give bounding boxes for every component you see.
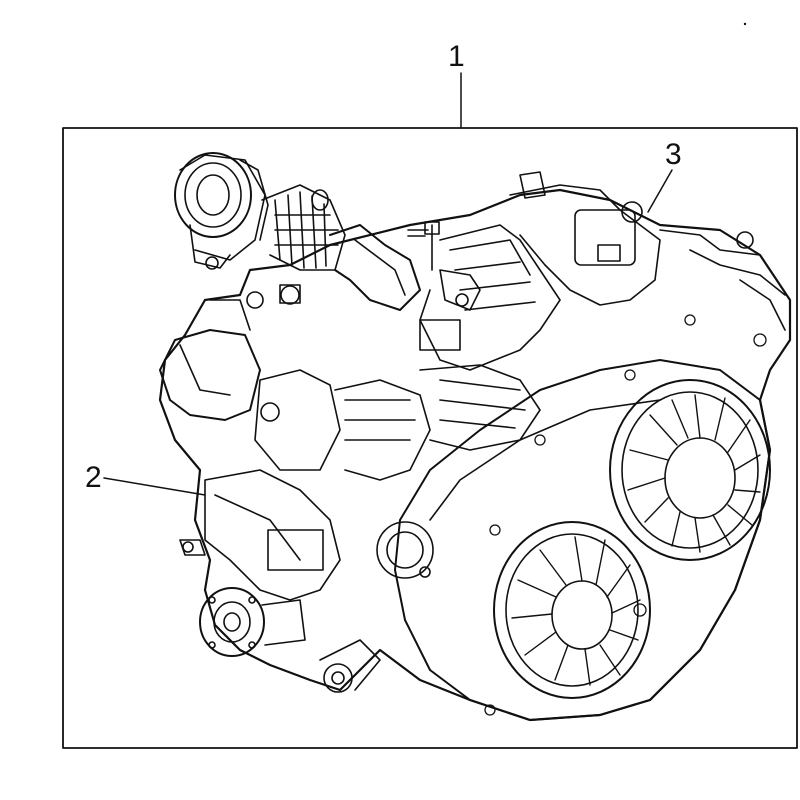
callout-2: 2	[85, 461, 102, 494]
stray-dot	[743, 22, 747, 26]
cvt-bolts	[484, 314, 767, 716]
rear-cylinder	[509, 171, 786, 331]
throttle-body	[174, 152, 269, 270]
assembly-frame	[62, 127, 798, 749]
engine-illustration	[158, 152, 792, 722]
front-cylinder	[159, 284, 301, 421]
leader-line-2	[103, 477, 206, 496]
leader-line-3	[647, 169, 673, 213]
intake-bellows	[261, 184, 346, 271]
mount-boss	[319, 639, 381, 693]
upper-fan	[609, 379, 771, 561]
lower-fan	[493, 521, 651, 699]
crankcase	[254, 319, 541, 481]
cylinder-head	[407, 221, 561, 371]
lower-block	[179, 469, 341, 601]
callout-1: 1	[448, 40, 465, 73]
callout-3: 3	[665, 138, 682, 171]
output-flange	[199, 587, 306, 657]
cvt-cover	[376, 359, 771, 721]
